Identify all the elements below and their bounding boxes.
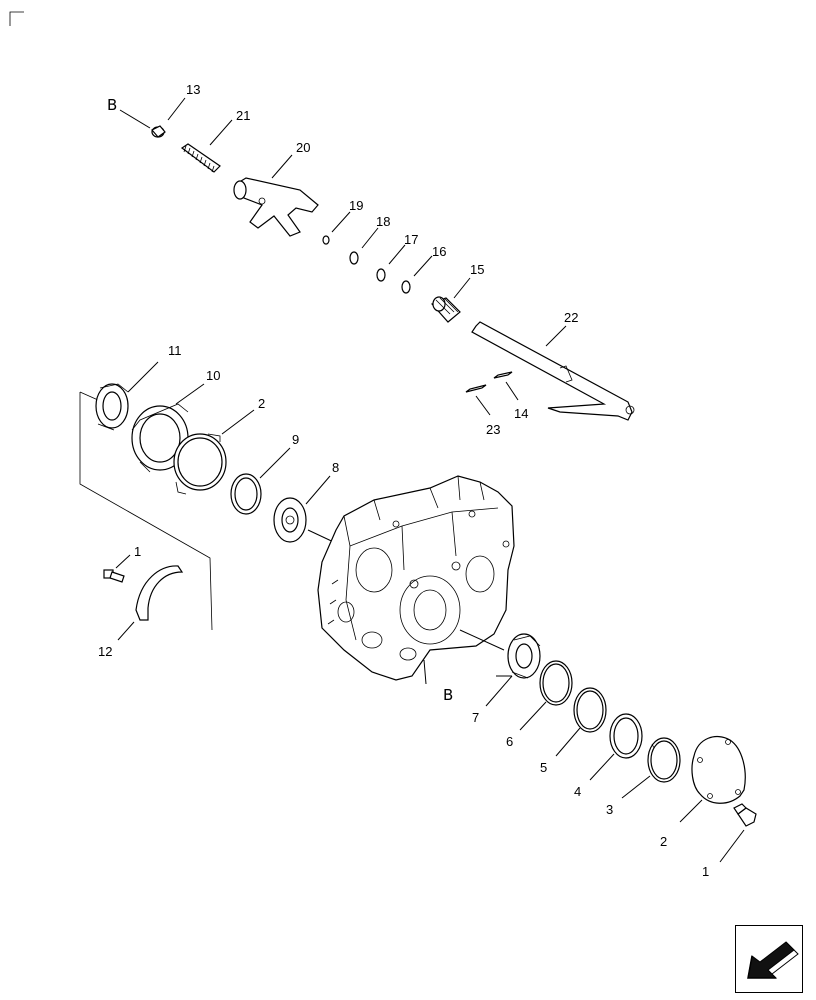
part-transmission-housing <box>317 475 515 681</box>
part-2-gasket-left <box>173 433 227 495</box>
callout-21: 21 <box>236 108 250 123</box>
callout-11: 11 <box>168 343 182 358</box>
callout-18: 18 <box>376 214 390 229</box>
ref-b-top: B <box>107 96 117 114</box>
callout-7: 7 <box>472 710 479 725</box>
part-18-ring <box>349 251 359 265</box>
callout-23: 23 <box>486 422 500 437</box>
callout-15: 15 <box>470 262 484 277</box>
part-21-spring <box>180 143 221 173</box>
part-17-ring <box>376 268 386 282</box>
part-8-bearing <box>273 497 307 543</box>
callout-8: 8 <box>332 460 339 475</box>
callout-4: 4 <box>574 784 581 799</box>
callout-6: 6 <box>506 734 513 749</box>
part-2-end-cover <box>691 735 746 804</box>
callout-9: 9 <box>292 432 299 447</box>
callout-2-left: 2 <box>258 396 265 411</box>
callout-10: 10 <box>206 368 220 383</box>
corner-mark <box>9 11 24 26</box>
part-10-bearing-cage <box>131 403 189 473</box>
callout-1-right: 1 <box>702 864 709 879</box>
part-12-retaining-plate <box>135 565 184 621</box>
part-3-ring <box>647 737 681 783</box>
callout-16: 16 <box>432 244 446 259</box>
callout-1-left: 1 <box>134 544 141 559</box>
part-1-bolt-left <box>103 569 125 583</box>
part-23-pin <box>465 384 487 393</box>
callout-14: 14 <box>514 406 528 421</box>
part-16-ring <box>401 280 411 294</box>
callout-20: 20 <box>296 140 310 155</box>
part-1-bolt-right <box>733 803 757 827</box>
callout-3: 3 <box>606 802 613 817</box>
callout-2-right: 2 <box>660 834 667 849</box>
inset-panel-outline <box>79 392 213 631</box>
ref-b-bottom: B <box>443 686 453 704</box>
part-14-pin <box>493 371 513 379</box>
part-7-bearing <box>507 633 541 679</box>
callout-5: 5 <box>540 760 547 775</box>
part-5-ring <box>573 687 607 733</box>
part-11-seal-housing <box>95 383 129 431</box>
part-13-plug <box>151 125 166 138</box>
callout-22: 22 <box>564 310 578 325</box>
part-20-shift-fork <box>233 177 319 237</box>
part-19-ring <box>322 235 330 245</box>
callout-17: 17 <box>404 232 418 247</box>
callout-19: 19 <box>349 198 363 213</box>
callout-12: 12 <box>98 644 112 659</box>
part-15-sleeve <box>430 296 461 323</box>
navigate-back-button[interactable] <box>735 925 803 993</box>
part-4-ring <box>609 713 643 759</box>
arrow-down-left-icon <box>747 941 799 979</box>
callout-13: 13 <box>186 82 200 97</box>
part-22-shift-rod <box>471 321 635 421</box>
part-9-ring <box>230 473 262 515</box>
part-6-ring <box>539 660 573 706</box>
